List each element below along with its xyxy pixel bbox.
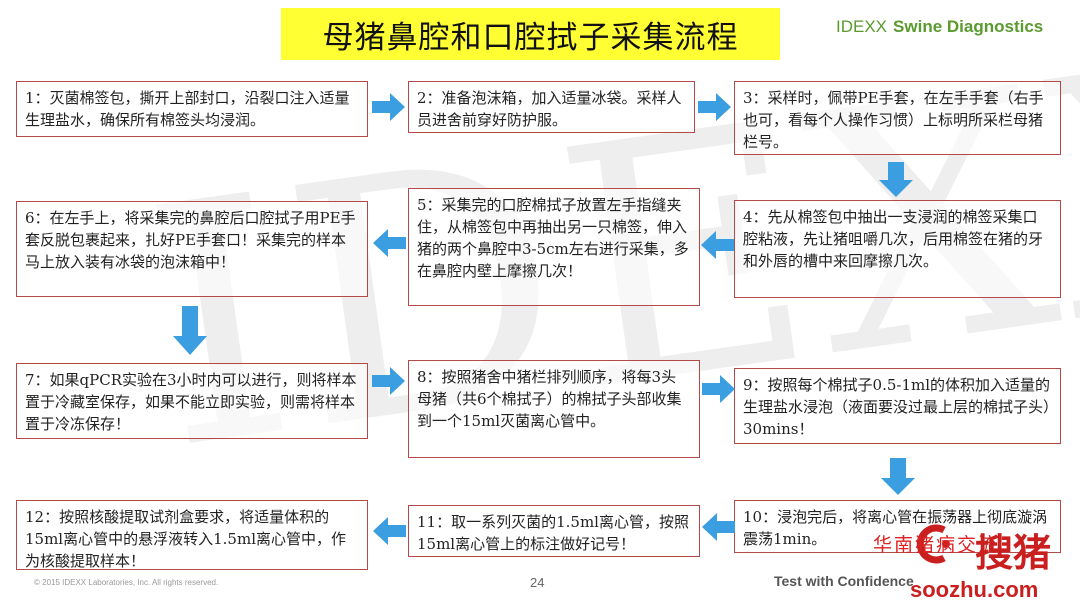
arrow-right-icon	[372, 367, 405, 395]
step-3-box: 3：采样时，佩带PE手套，在左手手套（右手也可，看每个人操作习惯）上标明所采栏母…	[734, 81, 1061, 155]
arrow-left-icon	[373, 517, 406, 545]
page-title: 母猪鼻腔和口腔拭子采集流程	[281, 8, 780, 60]
arrow-right-icon	[372, 93, 405, 121]
step-9-box: 9：按照每个棉拭子0.5-1ml的体积加入适量的生理盐水浸泡（液面要没过最上层的…	[734, 368, 1061, 444]
step-12-box: 12：按照核酸提取试剂盒要求，将适量体积的15ml离心管中的悬浮液转入1.5ml…	[16, 500, 368, 570]
site-url: soozhu.com	[910, 577, 1039, 602]
arrow-right-icon	[698, 93, 731, 121]
arrow-left-icon	[701, 231, 734, 259]
arrow-left-icon	[373, 229, 406, 257]
arrow-down-icon	[173, 306, 207, 355]
account-name: 华南猪病交流	[873, 534, 1000, 556]
page-number: 24	[530, 575, 545, 590]
step-7-box: 7：如果qPCR实验在3小时内可以进行，则将样本置于冷藏室保存，如果不能立即实验…	[16, 363, 368, 439]
step-6-box: 6：在左手上，将采集完的鼻腔后口腔拭子用PE手套反脱包裹起来，扎好PE手套口！采…	[16, 201, 368, 297]
step-8-box: 8：按照猪舍中猪栏排列顺序，将每3头母猪（共6个棉拭子）的棉拭子头部收集到一个1…	[408, 360, 700, 458]
tagline: Test with Confidence	[774, 573, 914, 589]
step-4-box: 4：先从棉签包中抽出一支浸润的棉签采集口腔粘液，先让猪咀嚼几次，后用棉签在猪的牙…	[734, 200, 1061, 298]
arrow-down-icon	[881, 458, 915, 495]
brand-mark-icon	[916, 524, 950, 564]
site-logo-text: 搜猪	[975, 530, 1052, 575]
step-2-box: 2：准备泡沫箱，加入适量冰袋。采样人员进舍前穿好防护服。	[408, 81, 695, 133]
step-10-box: 10：浸泡完后，将离心管在振荡器上彻底漩涡震荡1min。	[734, 500, 1061, 553]
brand-logo: IDEXX Swine Diagnostics	[836, 17, 1043, 37]
step-5-box: 5：采集完的口腔棉拭子放置左手指缝夹住，从棉签包中再抽出另一只棉签，伸入猪的两个…	[408, 188, 700, 306]
step-1-box: 1：灭菌棉签包，撕开上部封口，沿裂口注入适量生理盐水，确保所有棉签头均浸润。	[16, 81, 368, 137]
step-11-box: 11：取一系列灭菌的1.5ml离心管，按照15ml离心管上的标注做好记号！	[408, 505, 700, 557]
brand-suffix: Swine Diagnostics	[893, 17, 1044, 36]
brand-name: IDEXX	[836, 17, 888, 36]
arrow-down-icon	[879, 162, 913, 197]
copyright-text: © 2015 IDEXX Laboratories, Inc. All righ…	[34, 578, 219, 587]
arrow-left-icon	[702, 513, 735, 541]
arrow-right-icon	[702, 375, 735, 403]
